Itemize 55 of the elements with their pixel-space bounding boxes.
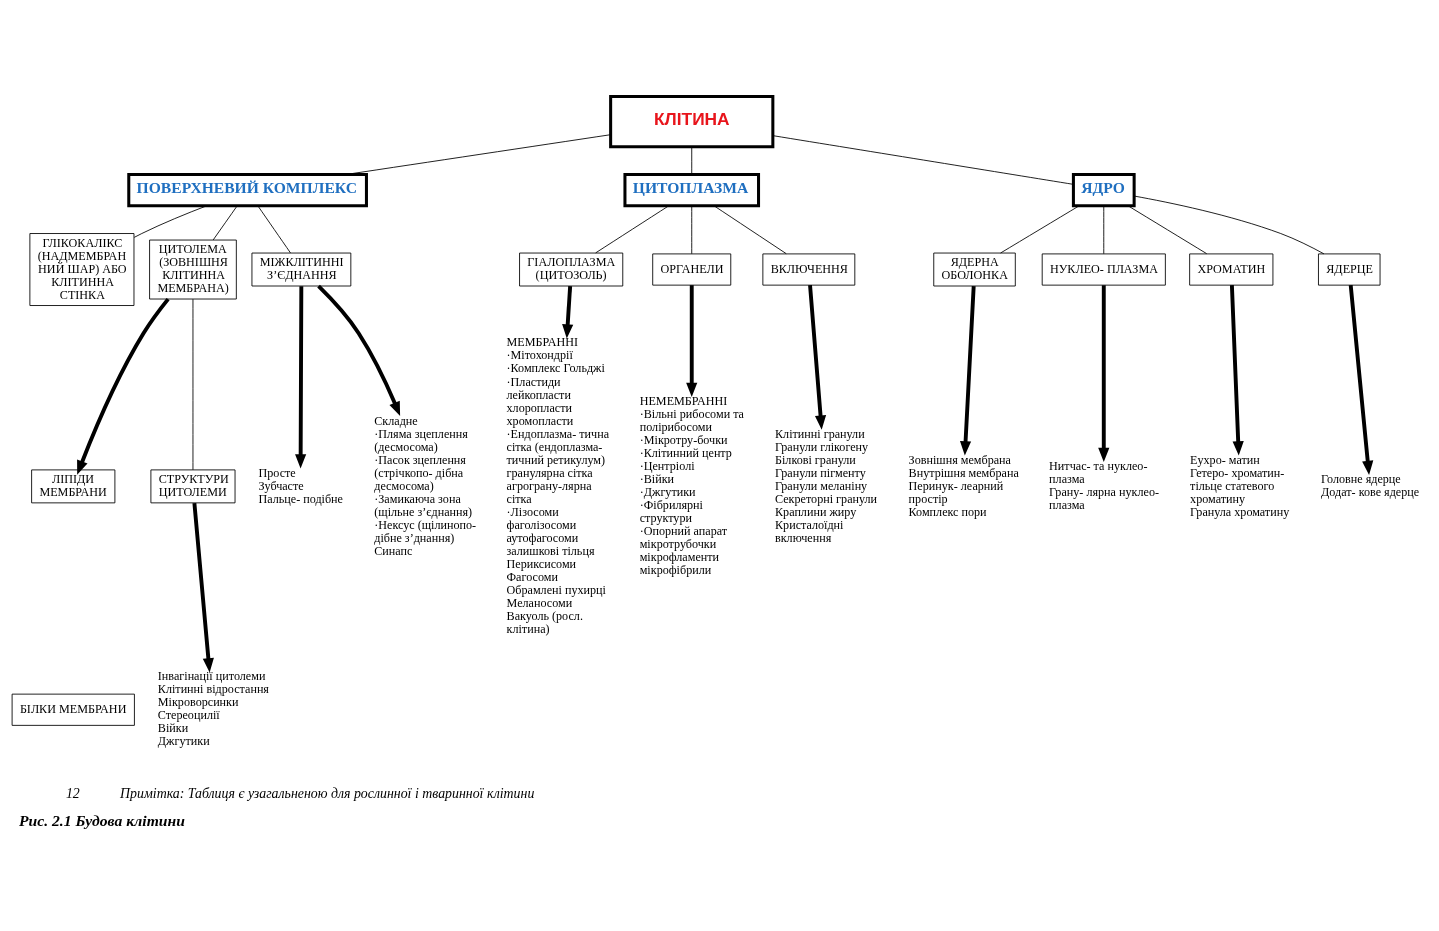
connector [1127,204,1208,254]
node-box: КЛІТИНА [609,94,775,148]
arrow [317,284,401,416]
connector [1000,204,1080,253]
arrow [1098,284,1110,462]
connector [691,205,693,254]
connector [133,204,208,238]
label: 12 [65,785,80,801]
connector [212,205,238,240]
label: Примітка: Таблиця є узагальненою для рослинної і тваринної клітини [120,785,535,801]
node-box: ХРОМАТИН [1189,252,1274,286]
connector [257,205,291,253]
arrow [192,502,214,672]
node-box: ЯДРО [1071,172,1136,207]
caption: Рис. 2.1 Будова клітини [19,811,185,829]
arrow [686,284,698,397]
node-text: Еухро- матин Гетеро- хроматин- тільце статевого хроматину Гранула хроматину [1190,452,1290,519]
node-box: БІЛКИ МЕМБРАНИ [11,693,135,726]
node-text: Зовнішня мембрана Внутрішня мембрана Перинук- леарний простір Комплекс пори [908,452,1019,519]
node-text: Нитчас- та нуклео- плазма Грану- лярна нуклео- плазма [1049,458,1160,512]
node-text: Складне ·Пляма зцеплення (десмосома) ·Пасок зцеплення (стрічкопо- дібна десмосома) ·Замикаюча зона (щільне з’єднання) ·Нексус (щілинопо- дібне з’днання) Синапс [374,413,477,558]
node-box: ЦИТОПЛАЗМА [623,172,761,207]
connector [713,204,787,254]
node-text: Інвагінації цитолеми Клітинні відростання Мікроворсинки Стереоцилії Війки Джгутики [157,668,269,748]
node-text: Просте Зубчасте Пальце- подібне [258,465,343,506]
node-box: МІЖКЛІТИННІ З’ЄДНАННЯ [251,252,352,286]
connector [192,298,194,470]
node-box: ЛІПІДИ МЕМБРАНИ [31,468,116,503]
node-box: ЯДЕРЦЕ [1318,252,1381,286]
node-box: ПОВЕРХНЕВИЙ КОМПЛЕКС [127,172,368,207]
connector [691,146,693,175]
node-box: ГІАЛОПЛАЗМА (ЦИТОЗОЛЬ) [519,252,624,286]
node-box: СТРУКТУРИ ЦИТОЛЕМИ [150,468,236,503]
node-box: ЦИТОЛЕМА (ЗОВНІШНЯ КЛІТИННА МЕМБРАНА) [149,239,237,299]
connector [1133,195,1325,254]
node-text: МЕМБРАННІ ·Мітохондрії ·Комплекс Гольджі ·Пластиди лейкопласти хлоропласти хромопласти ·Ендоплазма- тична сітка (ендоплазма- тичний ретикулум) гранулярна сітка агрограну-лярна сітка ·Лізосоми фаголізосоми аутофагосоми залишкові тільця Периксисоми Фагосоми Обрамлені пухирці Меланосоми Вакуоль (росл. клітина) [506,334,610,636]
node-box: ВКЛЮЧЕННЯ [762,252,856,286]
connector [1103,205,1105,254]
node-text: Клітинні гранули Гранули глікогену Білкові гранули Гранули пігменту Гранули меланіну Секреторні гранули Краплини жиру Кристалоїдні включення [775,426,878,545]
connector [345,133,611,175]
arrow [77,297,170,475]
connector [595,204,670,253]
arrow [1229,284,1244,455]
node-box: НУКЛЕО- ПЛАЗМА [1041,252,1166,286]
node-text: НЕМЕМБРАННІ ·Вільні рибосоми та полірибосоми ·Мікротру-бочки ·Клітинний центр ·Центріолі ·Війки ·Джгутики ·Фібрилярні структури ·Опорний апарат мікротрубочки мікрофламенти мікрофібрили [639,393,744,577]
arrow [562,285,574,338]
arrow [960,285,976,455]
arrow [808,284,827,430]
node-box: ОРГАНЕЛИ [652,252,732,286]
node-box: ГЛІКОКАЛІКС (НАДМЕМБРАН НИЙ ШАР) АБО КЛІТИННА СТІНКА [29,232,135,306]
arrow [295,285,307,468]
node-box: ЯДЕРНА ОБОЛОНКА [933,252,1016,286]
arrow [1348,284,1374,475]
node-text: Головне ядерце Додат- кове ядерце [1321,471,1420,499]
connector [772,134,1074,185]
